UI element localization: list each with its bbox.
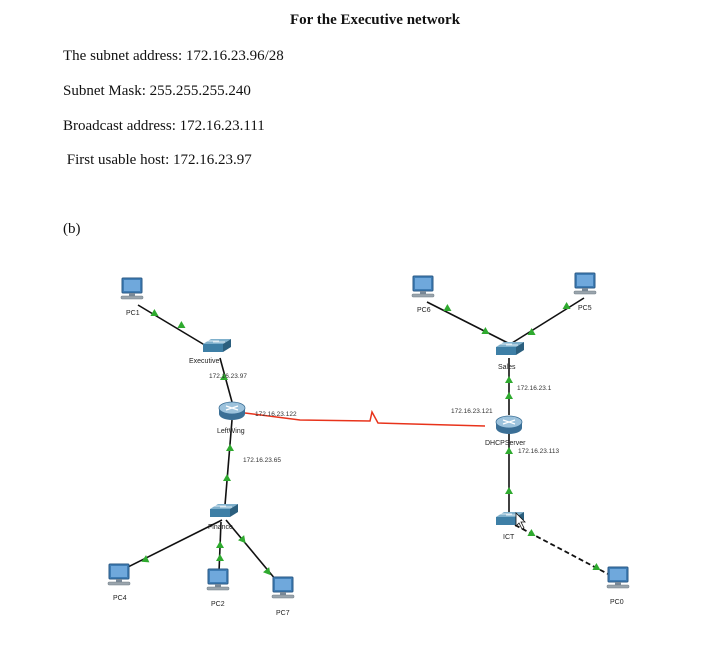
link-indicator (226, 444, 234, 451)
link-indicator (481, 327, 492, 338)
part-label: (b) (63, 221, 81, 237)
pc-icon (107, 563, 131, 586)
pc-icon (573, 272, 597, 295)
switch-ict[interactable]: ICT (495, 511, 525, 541)
pc-pc0[interactable]: PC0 (606, 566, 630, 606)
link-indicator (505, 376, 513, 383)
finance-label: Finance (208, 524, 233, 531)
switch-sales[interactable]: Sales (495, 341, 525, 371)
document-title: For the Executive network (289, 12, 461, 28)
link-pc6-sales (426, 301, 509, 344)
link-indicator (592, 563, 603, 574)
pc0-label: PC0 (610, 599, 624, 606)
pc-icon (206, 568, 230, 591)
mouse-cursor-icon (515, 512, 526, 530)
pc-icon (120, 277, 144, 300)
router-icon (495, 415, 523, 435)
switch-executive[interactable]: Executive (189, 338, 232, 365)
pc1-label: PC1 (126, 310, 140, 317)
pc5-label: PC5 (578, 305, 592, 312)
ict-label: ICT (503, 534, 515, 541)
ip-sales-gateway: 172.16.23.1 (517, 385, 552, 392)
link-indicator (216, 554, 224, 561)
link-indicator (223, 474, 231, 481)
executive-label: Executive (189, 358, 219, 365)
ip-ict-gateway: 172.16.23.113 (518, 448, 559, 455)
ip-dhcpserver-serial: 172.16.23.121 (451, 408, 493, 415)
switch-icon (495, 341, 525, 356)
pc-icon (606, 566, 630, 589)
router-icon (218, 401, 246, 421)
subnet-address-line: The subnet address: 172.16.23.96/28 (63, 48, 284, 64)
dhcpserver-label: DHCPServer (485, 440, 526, 447)
switch-finance[interactable]: Finance (208, 503, 239, 531)
pc-pc2[interactable]: PC2 (206, 568, 230, 608)
broadcast-address-line: Broadcast address: 172.16.23.111 (63, 118, 265, 134)
pc-pc7[interactable]: PC7 (271, 576, 295, 617)
router-leftwing[interactable]: LeftWing (217, 401, 246, 435)
link-indicator (505, 447, 513, 454)
sales-label: Sales (498, 364, 516, 371)
pc7-label: PC7 (276, 610, 290, 617)
first-usable-host-line: First usable host: 172.16.23.97 (63, 152, 252, 168)
pc-icon (271, 576, 295, 599)
link-executive-leftwing (219, 357, 233, 403)
pc6-label: PC6 (417, 307, 431, 314)
pc-pc5[interactable]: PC5 (573, 272, 597, 312)
link-pc5-sales (511, 297, 585, 344)
pc-pc4[interactable]: PC4 (107, 563, 131, 602)
pc4-label: PC4 (113, 595, 127, 602)
pc-icon (411, 275, 435, 298)
link-indicator (505, 392, 513, 399)
pc-pc1[interactable]: PC1 (120, 277, 144, 317)
ip-executive-gateway: 172.16.23.97 (209, 373, 247, 380)
subnet-mask-line: Subnet Mask: 255.255.255.240 (63, 83, 251, 99)
ip-leftwing-serial: 172.16.23.122 (255, 411, 297, 418)
pc2-label: PC2 (211, 601, 225, 608)
switch-icon (209, 503, 239, 518)
link-indicator (505, 487, 513, 494)
ip-finance-gateway: 172.16.23.65 (243, 457, 281, 464)
switch-icon (202, 338, 232, 353)
link-leftwing-finance (224, 419, 233, 506)
serial-link-leftwing-dhcpserver (244, 409, 486, 427)
links (121, 297, 609, 581)
link-indicator (527, 529, 538, 540)
pc-pc6[interactable]: PC6 (411, 275, 435, 314)
link-pc1-executive (137, 304, 214, 351)
link-ict-pc0 (514, 524, 609, 575)
link-indicator (216, 541, 224, 548)
leftwing-label: LeftWing (217, 428, 245, 435)
router-dhcpserver[interactable]: DHCPServer (485, 415, 526, 447)
link-finance-pc4 (121, 519, 223, 571)
